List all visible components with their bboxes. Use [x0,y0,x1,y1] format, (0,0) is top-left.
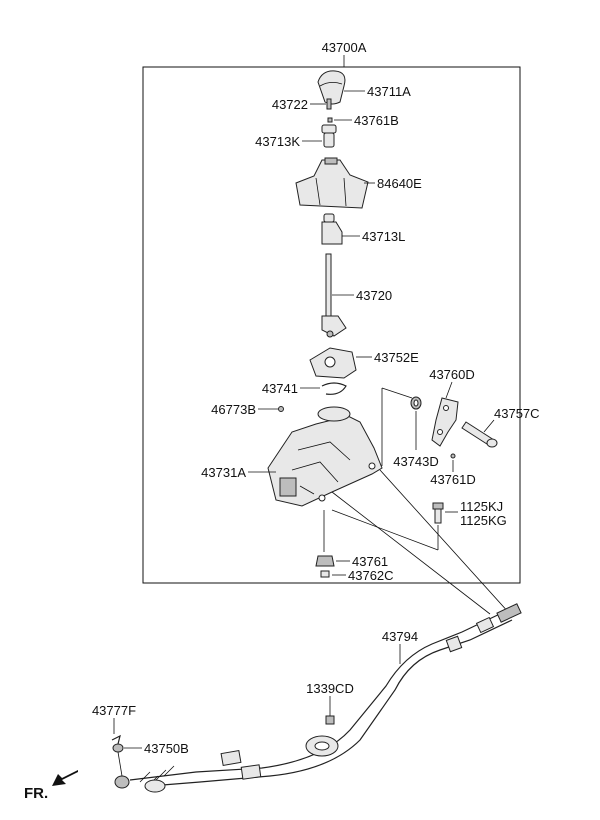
spring-top-part [321,124,337,148]
nut-part [315,555,335,567]
bushing-part [278,406,284,412]
label-bolt-b: 1125KG [460,513,507,528]
boot-part [295,157,369,209]
spring-lower-part [321,213,343,245]
base-part [267,406,383,507]
pin-bolt-part [461,421,498,448]
label-nut: 43761 [352,554,388,569]
arrow-down-left-icon [52,770,78,786]
label-clip-side: 43761D [430,472,476,487]
label-assembly: 43700A [322,40,367,55]
cover-part [309,347,357,379]
label-cover: 43752E [374,350,419,365]
label-pin-bolt: 43757C [494,406,540,421]
label-washer: 43743D [393,454,439,469]
label-cap: 43762C [348,568,394,583]
snap-ring-part [321,382,347,395]
label-cable: 43794 [382,629,418,644]
label-grommet: 1339CD [306,681,354,696]
label-pin: 43722 [272,97,308,112]
label-bracket: 43760D [429,367,475,382]
cable-bush-part [112,743,124,753]
washer-part [410,396,422,410]
label-cable-bush: 43750B [144,741,189,756]
bolt-part [432,502,444,524]
label-clip-top: 43761B [354,113,399,128]
lever-part [321,253,347,338]
grommet-part [305,715,339,757]
label-bolt-a: 1125KJ [460,499,503,514]
label-base: 43731A [201,465,246,480]
clip-cable-part [111,734,121,745]
cable-part [129,603,522,793]
label-bushing: 46773B [211,402,256,417]
label-lever: 43720 [356,288,392,303]
label-spring-top: 43713K [255,134,300,149]
knob-part [317,70,346,105]
bracket-part [431,397,459,447]
label-knob: 43711A [367,84,411,99]
clip-side-part [450,453,456,459]
cable-end-part [114,775,130,789]
pin-part [326,98,332,110]
cap-part [320,570,330,578]
clip-top-part [327,117,333,123]
label-spring-lower: 43713L [362,229,405,244]
assembly-frame [142,66,521,584]
label-clip-cable: 43777F [92,703,136,718]
label-boot: 84640E [377,176,422,191]
label-snap-ring: 43741 [262,381,298,396]
front-label: FR. [24,785,48,802]
